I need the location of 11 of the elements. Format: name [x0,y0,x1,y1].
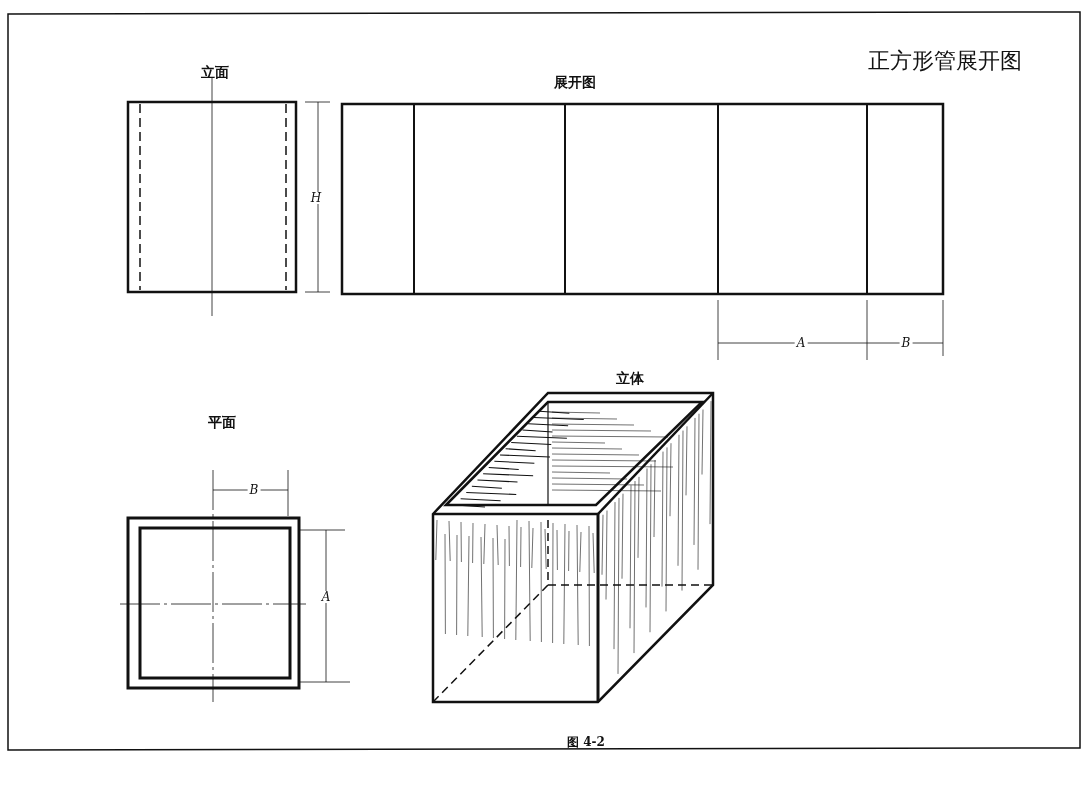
dimension-label: B [899,337,913,349]
view-title: 立体 [616,371,644,385]
dimension-label: A [319,591,333,603]
view-title: 平面 [208,415,236,429]
dimension-label: H [308,192,324,204]
view-title: 立面 [201,65,229,79]
figure-caption: 图 4-2 [567,736,605,748]
dimension-label: B [247,484,261,496]
title: 正方形管展开图 [868,50,1022,72]
dimension-label: A [794,337,808,349]
view-title: 展开图 [554,75,596,89]
